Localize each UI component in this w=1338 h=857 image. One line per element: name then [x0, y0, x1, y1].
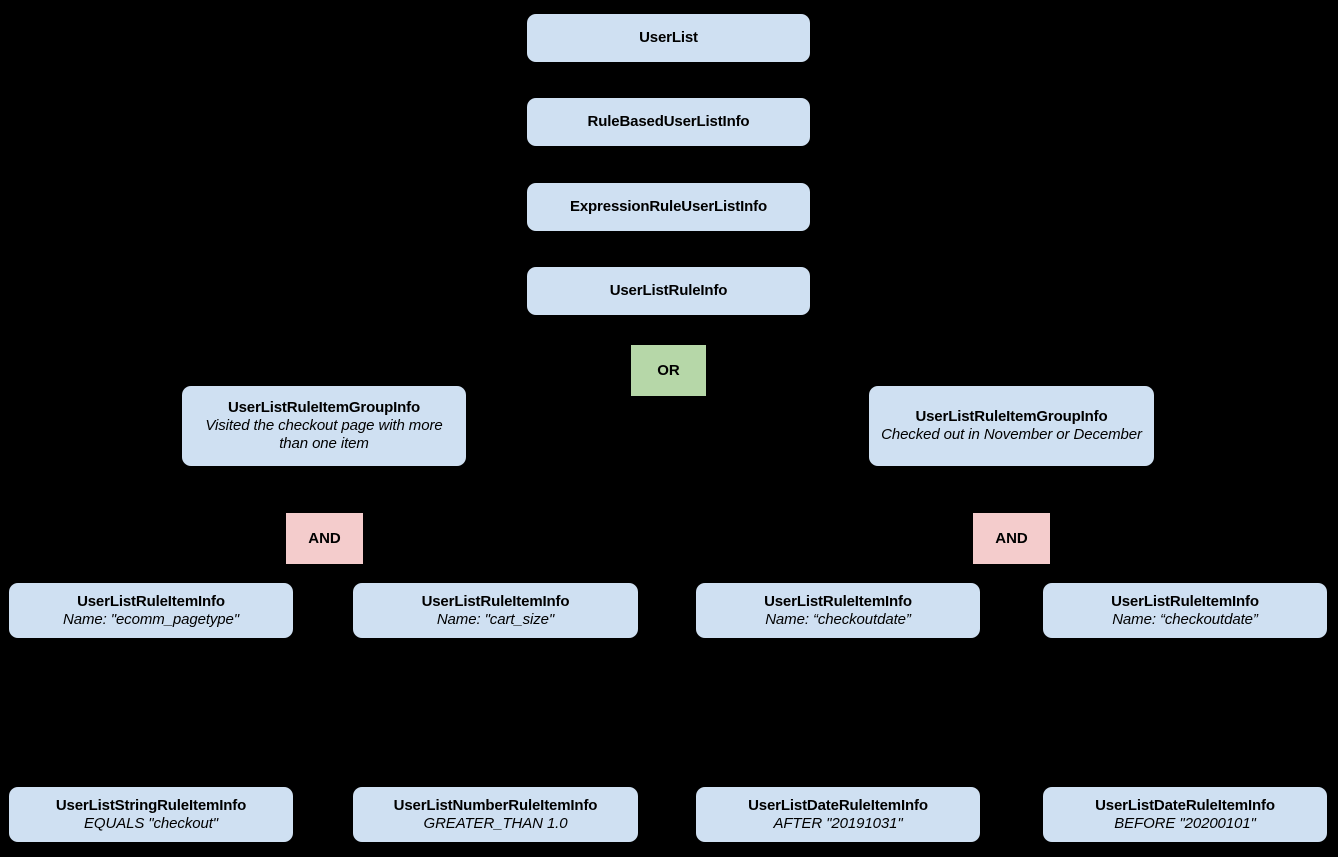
node-subtitle: Checked out in November or December [881, 426, 1142, 443]
node-title: UserListRuleItemGroupInfo [915, 408, 1108, 426]
node-title: UserListNumberRuleItemInfo [393, 796, 598, 814]
node-subtitle: AFTER "20191031" [773, 814, 903, 832]
node-subtitle: GREATER_THAN 1.0 [423, 814, 568, 832]
arrow-into-group-left [313, 375, 335, 388]
node-title: ExpressionRuleUserListInfo [570, 198, 767, 216]
node-title: UserListDateRuleItemInfo [1095, 796, 1275, 814]
node-subtitle: EQUALS "checkout" [83, 814, 218, 832]
node-title: UserListStringRuleItemInfo [55, 796, 247, 814]
arrow-into-group-right [979, 375, 1001, 388]
node-subtitle: Name: “checkoutdate” [765, 610, 911, 628]
node-title: UserList [639, 29, 698, 47]
node-user-list-rule-info[interactable]: UserListRuleInfo [527, 267, 810, 315]
node-title: UserListDateRuleItemInfo [748, 796, 928, 814]
node-rule-based-user-list-info[interactable]: RuleBasedUserListInfo [527, 98, 810, 146]
node-subtitle: Name: “checkoutdate” [1112, 610, 1258, 628]
node-title: UserListRuleItemInfo [1111, 592, 1259, 610]
node-title: UserListRuleItemInfo [764, 592, 912, 610]
node-title: UserListRuleItemGroupInfo [227, 399, 421, 417]
node-title: UserListRuleItemInfo [421, 592, 570, 610]
node-subtitle: Name: "ecomm_pagetype" [62, 610, 240, 628]
node-title: AND [995, 529, 1028, 547]
node-title: OR [657, 361, 680, 379]
node-and-left[interactable]: AND [286, 513, 363, 564]
node-and-right[interactable]: AND [973, 513, 1050, 564]
node-subtitle: Visited the checkout page with more than… [205, 417, 443, 452]
node-title: UserListRuleItemInfo [77, 592, 225, 610]
node-or-operator[interactable]: OR [631, 345, 706, 396]
node-title: UserListRuleInfo [609, 282, 728, 300]
node-title: RuleBasedUserListInfo [587, 113, 750, 131]
node-title: AND [308, 529, 341, 547]
node-subtitle: BEFORE "20200101" [1114, 814, 1256, 832]
node-subtitle: Name: "cart_size" [436, 610, 555, 628]
node-user-list[interactable]: UserList [527, 14, 810, 62]
node-expression-rule-user-list-info[interactable]: ExpressionRuleUserListInfo [527, 183, 810, 231]
